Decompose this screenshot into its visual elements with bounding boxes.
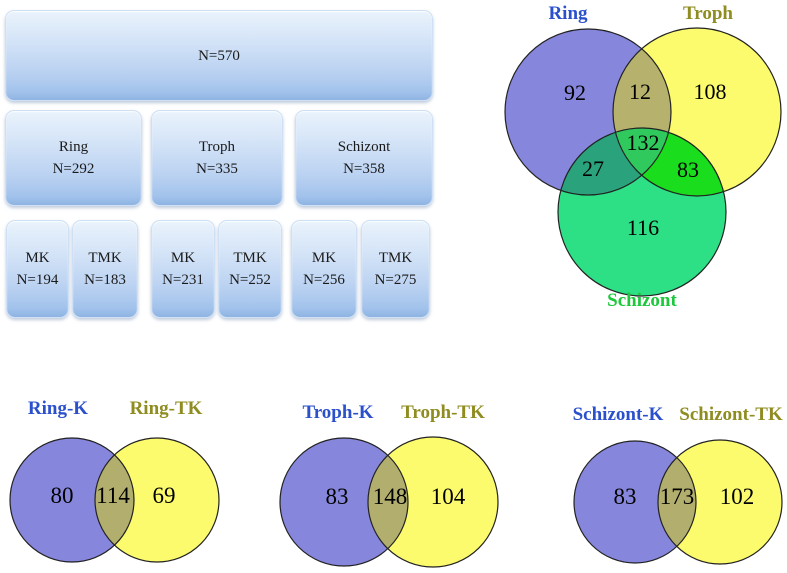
venn2-schizont-diagram xyxy=(573,439,783,565)
venn3-schizont-outline xyxy=(557,127,727,297)
venn3-count-ring-schizont: 27 xyxy=(582,156,604,181)
leaf-count: N=256 xyxy=(303,272,345,288)
venn2-schizont-k-outline xyxy=(573,440,697,564)
venn2-schizont-count-both: 173 xyxy=(659,484,695,509)
venn3-count-schizont-only: 116 xyxy=(626,215,660,240)
venn3-count-ring-troph: 12 xyxy=(629,79,651,104)
flowchart-leaf-box-ring-tmk: TMK N=183 xyxy=(72,220,138,318)
venn2-schizont-tk-label: Schizont-TK xyxy=(679,404,783,425)
venn3-count-ring-only: 92 xyxy=(564,80,586,105)
venn3-count-troph-only: 108 xyxy=(693,79,727,104)
venn2-schizont-tk-circle xyxy=(658,440,782,564)
venn3-ring-outline xyxy=(504,28,672,196)
venn3-diagram xyxy=(504,27,782,297)
venn3-schizont-label: Schizont xyxy=(607,290,677,311)
venn2-troph-k-outline xyxy=(279,437,409,567)
leaf-name: MK xyxy=(311,250,337,266)
flowchart-stage-box-troph: Troph N=335 xyxy=(151,110,283,206)
venn2-schizont-count-left: 83 xyxy=(613,484,637,509)
venn3-ring-label: Ring xyxy=(548,3,588,24)
venn2-ring-diagram xyxy=(9,437,220,563)
venn2-ring-tk-label: Ring-TK xyxy=(129,398,203,419)
venn2-troph-tk-label: Troph-TK xyxy=(401,402,485,423)
venn2-ring-count-left: 80 xyxy=(50,483,74,508)
leaf-count: N=275 xyxy=(374,272,417,288)
stage-count: N=358 xyxy=(343,161,385,177)
stage-count: N=292 xyxy=(52,161,95,177)
venn2-troph-count-both: 148 xyxy=(372,484,408,509)
stage-name: Ring xyxy=(58,139,89,155)
leaf-name: TMK xyxy=(233,250,267,266)
leaf-count: N=183 xyxy=(84,272,126,288)
leaf-name: TMK xyxy=(378,250,413,266)
leaf-name: MK xyxy=(25,250,50,266)
venn2-troph-count-left: 83 xyxy=(325,484,349,509)
flowchart-leaf-box-ring-mk: MK N=194 xyxy=(6,220,69,318)
flowchart-stage-box-schizont: Schizont N=358 xyxy=(295,110,433,206)
venn2-ring-tk-outline xyxy=(94,437,220,563)
venn3-ring-schizont-region xyxy=(558,128,671,195)
venn3-troph-label: Troph xyxy=(683,3,733,24)
venn2-ring-k-outline xyxy=(9,437,135,563)
venn2-troph-k-label: Troph-K xyxy=(302,402,374,423)
venn2-troph-tk-circle xyxy=(368,437,498,567)
venn2-ring-count-right: 69 xyxy=(152,483,176,508)
leaf-count: N=194 xyxy=(16,272,59,288)
venn2-ring-count-both: 114 xyxy=(96,483,130,508)
flowchart-root-box: N=570 xyxy=(5,10,433,101)
venn2-troph-count-right: 104 xyxy=(430,484,466,509)
leaf-count: N=252 xyxy=(229,272,271,288)
stage-name: Troph xyxy=(198,139,236,155)
root-count-label: N=570 xyxy=(198,47,240,64)
leaf-name: TMK xyxy=(88,250,122,266)
flowchart-leaf-box-schizont-tmk: TMK N=275 xyxy=(361,220,430,318)
stage-count: N=335 xyxy=(196,161,238,177)
venn2-ring-k-label: Ring-K xyxy=(27,398,89,419)
venn2-schizont-count-right: 102 xyxy=(719,484,755,509)
venn2-schizont-k-label: Schizont-K xyxy=(572,404,664,425)
venn2-troph-diagram xyxy=(279,436,499,568)
venn3-count-troph-schizont: 83 xyxy=(677,157,699,182)
leaf-count: N=231 xyxy=(162,272,204,288)
flowchart-stage-box-ring: Ring N=292 xyxy=(5,110,142,206)
leaf-name: MK xyxy=(170,250,196,266)
flowchart-leaf-box-schizont-mk: MK N=256 xyxy=(291,220,357,318)
venn3-troph-schizont-region xyxy=(613,128,726,196)
venn2-troph-tk-outline xyxy=(367,436,499,568)
flowchart-leaf-box-troph-tmk: TMK N=252 xyxy=(218,220,282,318)
venn2-schizont-tk-outline xyxy=(657,439,783,565)
venn3-troph-outline xyxy=(612,27,782,197)
flowchart-leaf-box-troph-mk: MK N=231 xyxy=(151,220,215,318)
venn3-count-center: 132 xyxy=(626,130,660,155)
stage-name: Schizont xyxy=(337,139,391,155)
